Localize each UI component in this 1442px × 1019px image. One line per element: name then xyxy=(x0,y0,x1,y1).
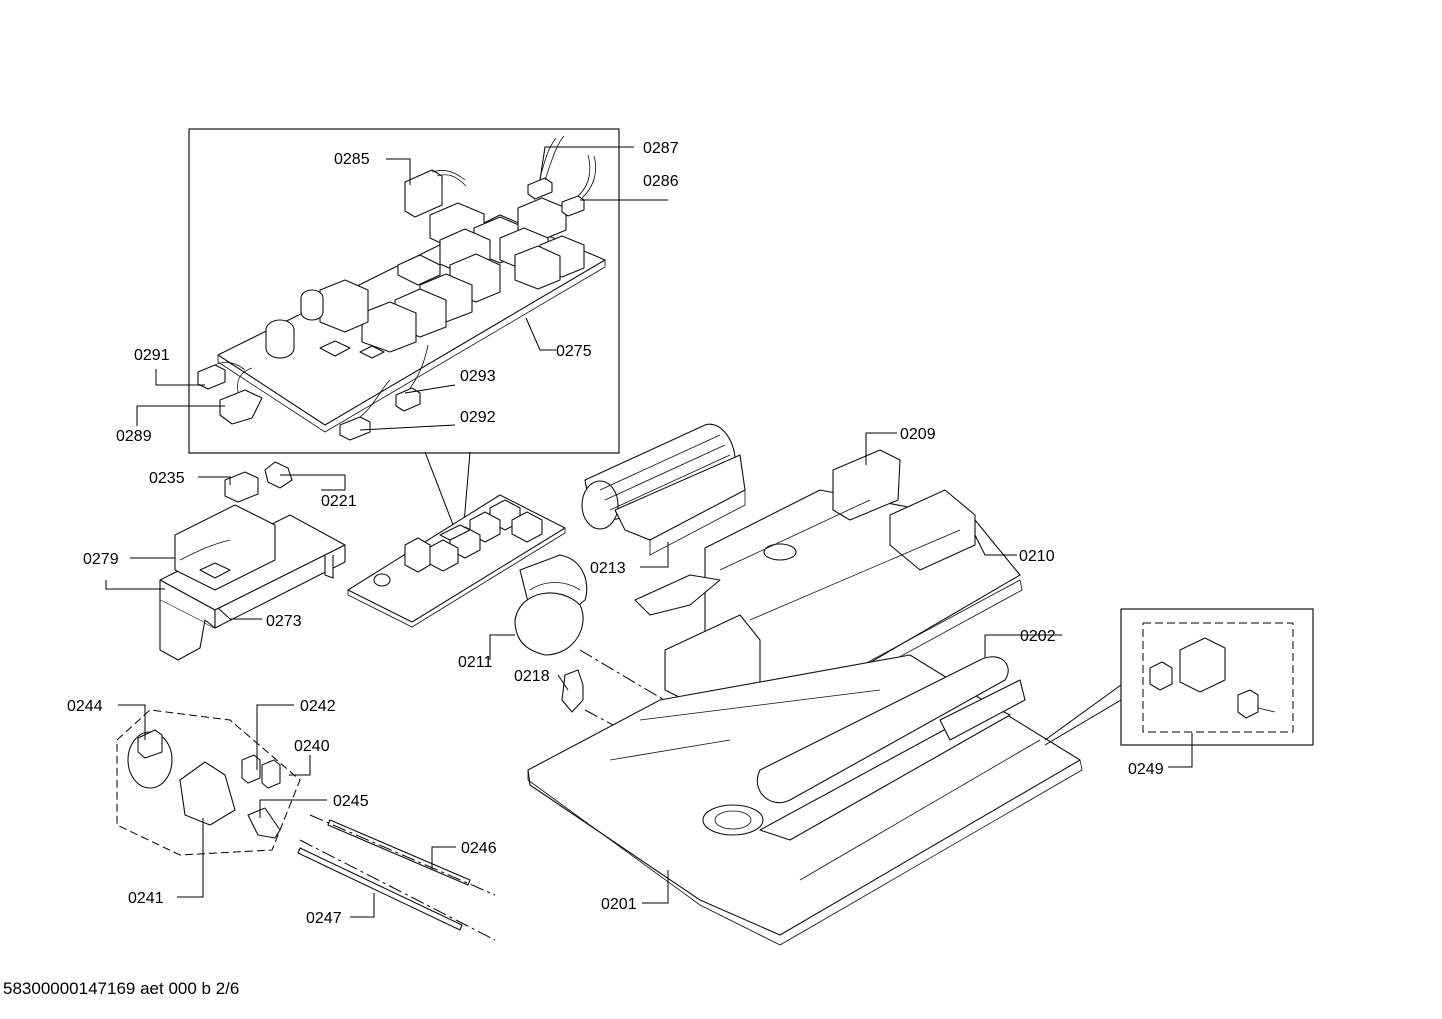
air-duct-housing xyxy=(634,449,1023,726)
label-0273: 0273 xyxy=(266,613,302,630)
label-0245: 0245 xyxy=(333,793,369,810)
label-0293: 0293 xyxy=(460,368,496,385)
leader-lines-detail xyxy=(136,146,668,536)
label-0211: 0211 xyxy=(458,654,493,671)
label-0249: 0249 xyxy=(1128,761,1164,778)
electronics-housing xyxy=(159,461,346,661)
base-plate xyxy=(527,654,1083,946)
label-0240: 0240 xyxy=(294,738,330,755)
tangential-fan xyxy=(581,423,746,556)
label-0201: 0201 xyxy=(601,896,637,913)
label-0209: 0209 xyxy=(900,426,936,443)
leader-lines-duct xyxy=(865,432,1062,660)
detail-box-door-switch xyxy=(1044,608,1314,768)
duct-channel-0202 xyxy=(756,656,1009,804)
label-0218: 0218 xyxy=(514,668,550,685)
label-0235: 0235 xyxy=(149,470,185,487)
document-id: 58300000147169 aet 000 b 2/6 xyxy=(3,979,240,998)
label-0285: 0285 xyxy=(334,151,370,168)
relay-blocks xyxy=(319,197,585,353)
label-0291: 0291 xyxy=(134,347,170,364)
label-0287: 0287 xyxy=(643,140,679,157)
detail-box-control-board xyxy=(188,128,620,454)
label-0289: 0289 xyxy=(116,428,152,445)
label-0202: 0202 xyxy=(1020,628,1056,645)
blower-motor xyxy=(514,554,588,713)
label-0279: 0279 xyxy=(83,551,119,568)
part-number-labels: 0285 0287 0286 0275 0291 0293 0292 0289 … xyxy=(67,140,1164,927)
label-0242: 0242 xyxy=(300,698,336,715)
label-0244: 0244 xyxy=(67,698,103,715)
label-0241: 0241 xyxy=(128,890,164,907)
label-0221: 0221 xyxy=(321,493,357,510)
label-0275: 0275 xyxy=(556,343,592,360)
label-0210: 0210 xyxy=(1019,548,1055,565)
label-0246: 0246 xyxy=(461,840,497,857)
small-control-board xyxy=(347,494,566,628)
leader-lines-housing xyxy=(105,474,346,620)
label-0247: 0247 xyxy=(306,910,342,927)
leader-lines-rods xyxy=(350,846,456,918)
leader-lines-thermostat xyxy=(118,704,327,898)
dashed-group-thermostat xyxy=(116,709,301,856)
label-0292: 0292 xyxy=(460,409,496,426)
rods xyxy=(297,814,496,941)
label-0213: 0213 xyxy=(590,560,626,577)
label-0286: 0286 xyxy=(643,173,679,190)
